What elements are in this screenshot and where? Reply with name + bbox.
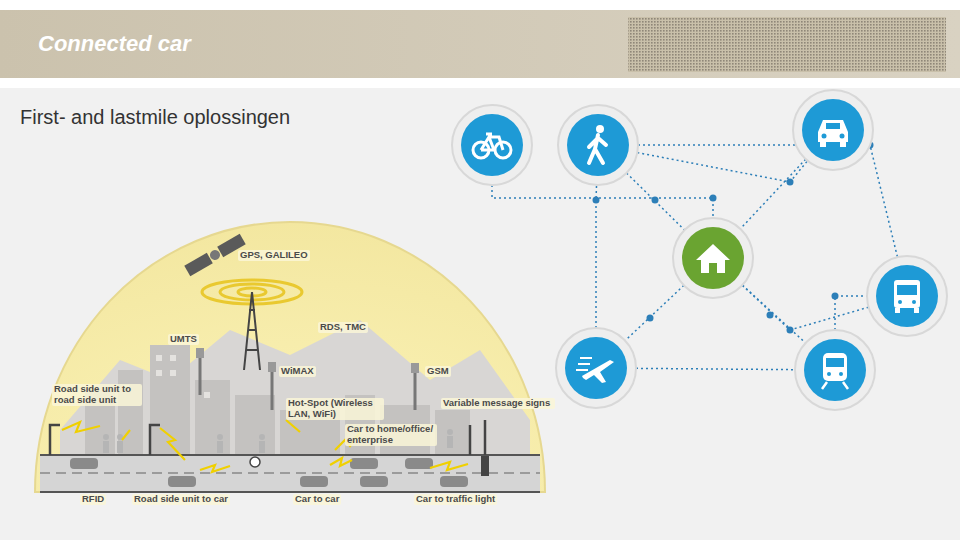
callout-label: Car to car (293, 494, 341, 505)
callout-label: Road side unit to road side unit (52, 384, 142, 406)
callout-label: Variable message signs (441, 398, 555, 409)
callout-label: UMTS (168, 334, 199, 345)
callout-label: Road side unit to car (132, 494, 230, 505)
callout-label: RFID (80, 494, 106, 505)
callout-label: WiMAX (279, 366, 316, 377)
subtitle: First- and lastmile oplossingen (20, 106, 290, 129)
slide-title: Connected car (38, 31, 191, 57)
callout-label: Car to home/office/ enterprise (345, 424, 437, 446)
callout-label: Hot-Spot (Wireless LAN, WiFi) (286, 398, 384, 420)
callout-label: Car to traffic light (414, 494, 497, 505)
callout-label: RDS, TMC (318, 322, 368, 333)
callout-label: GPS, GALILEO (238, 250, 310, 261)
callout-label: GSM (425, 366, 451, 377)
